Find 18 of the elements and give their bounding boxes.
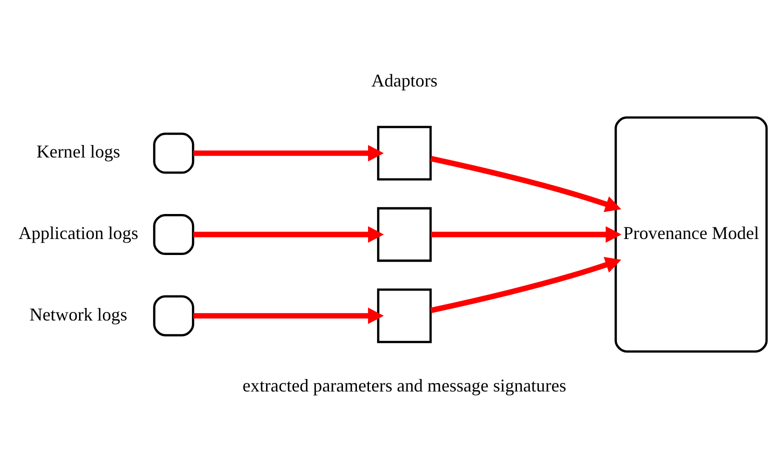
node-box [377, 125, 432, 180]
node-label: Kernel logs [36, 141, 120, 162]
node-box [153, 294, 194, 336]
arrow [193, 144, 384, 161]
node-box [153, 213, 194, 255]
label: extracted parameters and message signatures [242, 375, 566, 396]
node-box [377, 206, 432, 262]
arrow [193, 226, 384, 242]
arrow [430, 256, 622, 313]
node-label: Network logs [29, 304, 128, 324]
arrow [193, 307, 384, 324]
node-label: Application logs [18, 222, 138, 243]
arrow [430, 226, 622, 242]
arrow [430, 155, 622, 212]
node-box [153, 132, 194, 174]
node-box: Provenance Model [614, 116, 768, 352]
node-box [377, 288, 432, 343]
label: Adaptors [371, 70, 438, 90]
